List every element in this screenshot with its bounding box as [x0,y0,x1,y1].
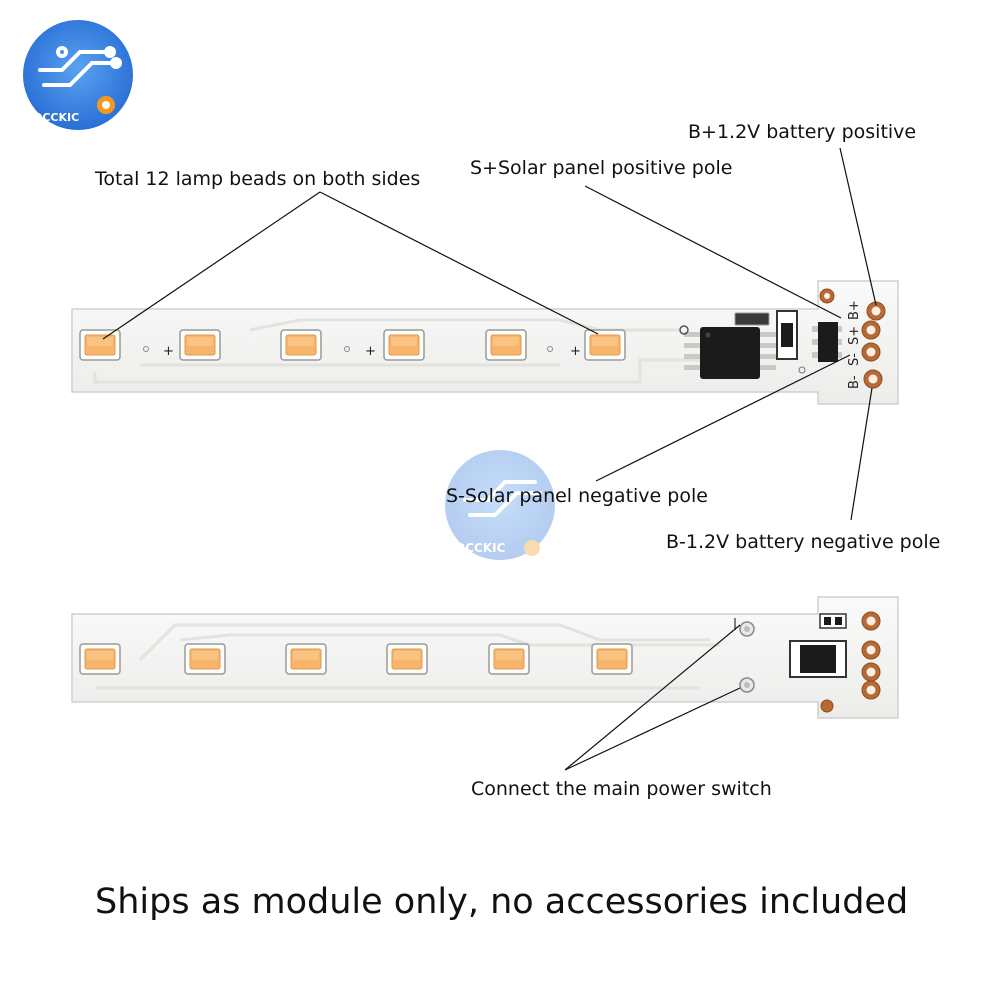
led-bead [280,329,322,361]
copper-pad [861,640,881,660]
brand-logo: OCCKIC [23,20,133,130]
pad-b-minus [863,369,883,389]
copper-pad [861,680,881,700]
polarity-mark: + [570,344,581,359]
pad-s-plus [861,320,881,340]
footer-note: Ships as module only, no accessories inc… [95,882,908,922]
pad-label-s-minus: S- [847,353,862,366]
polarity-mark: + [365,344,376,359]
led-bead [485,329,527,361]
label-battery-positive: B+1.2V battery positive [688,121,916,143]
mosfet-chip [812,322,842,362]
polarity-mark: + [163,344,174,359]
pad-label-b-minus: B- [847,375,862,389]
label-lamp-beads: Total 12 lamp beads on both sides [94,168,420,190]
leader-lines [102,147,877,771]
watermark-logo: OCCKIC [445,450,555,560]
switch-solder-point [739,677,755,693]
label-solar-negative: S-Solar panel negative pole [446,485,708,507]
label-solar-positive: S+Solar panel positive pole [470,157,732,179]
led-bead [184,643,226,675]
pad-s-minus [861,342,881,362]
label-power-switch: Connect the main power switch [471,778,772,800]
led-bead [584,329,626,361]
pad-label-s-plus: S+ [847,326,862,345]
led-bead [285,643,327,675]
copper-pad [861,662,881,682]
led-bead [79,643,121,675]
pad-label-b-plus: B+ [847,300,862,320]
watermark-brand-name: OCCKIC [455,541,506,555]
gear-icon [97,96,115,114]
brand-name: OCCKIC [33,111,79,124]
bottom-board [71,596,899,719]
led-bead [383,329,425,361]
top-board: + + + [71,280,899,405]
led-bead [179,329,221,361]
switch-solder-point [739,621,755,637]
driver-chip [684,327,776,379]
led-bead [488,643,530,675]
label-battery-negative: B-1.2V battery negative pole [666,531,940,553]
led-bead [386,643,428,675]
led-bead [79,329,121,361]
led-bead [591,643,633,675]
copper-pad [861,611,881,631]
